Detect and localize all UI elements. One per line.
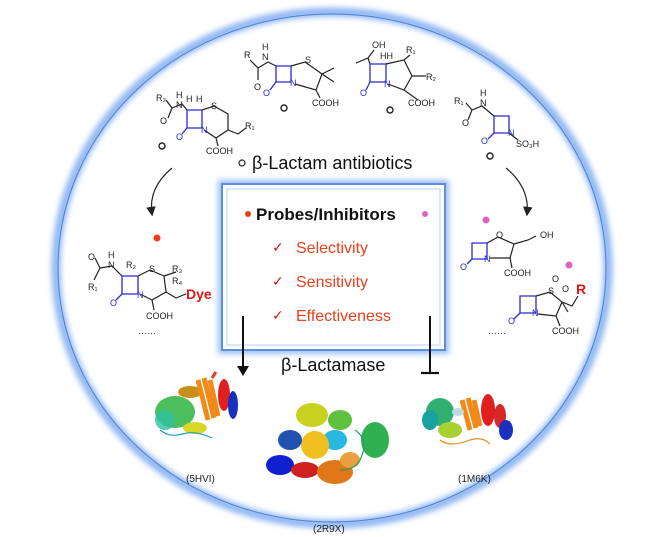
criterion-sensitivity: Sensitivity: [296, 274, 368, 291]
atom-label: R₁: [245, 121, 255, 131]
check-icon: ✓: [272, 308, 284, 324]
atom-label: H: [176, 90, 183, 100]
atom-label: N: [201, 125, 208, 135]
atom-label: R₂: [426, 72, 436, 82]
atom-label: H: [196, 94, 203, 104]
atom-label: R: [244, 50, 251, 60]
atom-label: O: [481, 136, 488, 146]
atom-label: O: [460, 262, 467, 272]
criterion-effectiveness: Effectiveness: [296, 308, 391, 325]
antibiotics-title: β-Lactam antibiotics: [252, 153, 412, 173]
atom-label: N: [484, 254, 491, 264]
outer-circle: [51, 7, 613, 529]
antibiotic-marker: [238, 159, 246, 167]
probe-marker: [245, 211, 251, 217]
protein-1m6k: [422, 394, 513, 445]
atom-label: O: [508, 316, 515, 326]
atom-label: S: [548, 286, 554, 296]
atom-label: COOH: [206, 146, 233, 156]
antibiotic-marker: [158, 142, 166, 150]
pdb-label-1m6k: (1M6K): [458, 474, 491, 485]
atom-label: O: [462, 118, 469, 128]
atom-label: COOH: [552, 326, 579, 336]
arrow-head-icon: [237, 366, 249, 376]
atom-label: SO₃H: [516, 139, 539, 149]
pdb-label-5hvi: (5HVI): [186, 474, 215, 485]
monobactam-structure: R₁ H N O O N SO₃H: [454, 88, 539, 160]
atom-label: S: [305, 55, 311, 65]
more-ellipsis: ……: [488, 326, 506, 336]
atom-label: COOH: [312, 98, 339, 108]
atom-label: O: [496, 230, 503, 240]
cephem-structure: R₂ H N H H O O N S R₁ COOH: [156, 90, 255, 156]
atom-label: H: [186, 94, 193, 104]
atom-label: O: [263, 88, 270, 98]
atom-label: N: [480, 98, 487, 108]
atom-label: OH: [372, 40, 386, 50]
inhibitor-marker: [422, 211, 428, 217]
atom-label: COOH: [146, 311, 173, 321]
probe-marker: [153, 234, 161, 242]
inhibition-bar: [421, 316, 439, 375]
atom-label: R₂: [156, 93, 166, 103]
atom-label: O: [88, 252, 95, 262]
atom-label: O: [552, 274, 559, 284]
atom-label: HH: [380, 51, 393, 61]
arrow-to-inhibitor: [505, 167, 533, 217]
atom-label: O: [254, 82, 261, 92]
target-label: β-Lactamase: [281, 355, 385, 375]
atom-label: N: [508, 128, 515, 138]
atom-label: R₁: [406, 45, 416, 55]
pdb-label-2r9x: (2R9X): [313, 524, 345, 535]
probe-structure: O H N R₁ R₂ S R₃ R₄ Dye N O COOH ……: [88, 234, 212, 336]
antibiotic-marker: [386, 106, 394, 114]
atom-label: N: [384, 79, 391, 89]
antibiotic-marker: [280, 104, 288, 112]
atom-label: R₂: [126, 260, 136, 270]
probes-box: [218, 180, 449, 354]
atom-label: O: [360, 88, 367, 98]
criterion-selectivity: Selectivity: [296, 240, 368, 257]
atom-label: S: [211, 101, 217, 111]
atom-label: R₄: [172, 276, 182, 286]
more-ellipsis: ……: [138, 326, 156, 336]
box-title: Probes/Inhibitors: [256, 205, 396, 224]
atom-label: R₁: [454, 96, 464, 106]
atom-label: COOH: [504, 268, 531, 278]
atom-label: N: [176, 100, 183, 110]
atom-label: COOH: [408, 98, 435, 108]
dye-label: Dye: [186, 286, 212, 302]
atom-label: N: [108, 260, 115, 270]
atom-label: N: [290, 78, 297, 88]
check-icon: ✓: [272, 274, 284, 290]
sulbactam-structure: S O O R N O COOH ……: [488, 261, 586, 336]
atom-label: N: [262, 52, 269, 62]
arrow-to-probe: [146, 167, 173, 217]
protein-5hvi: [155, 371, 238, 439]
atom-label: R₁: [88, 282, 98, 292]
inhibitor-marker: [482, 216, 490, 224]
check-icon: ✓: [272, 240, 284, 256]
inhibitor-marker: [565, 261, 573, 269]
atom-label: O: [160, 116, 167, 126]
clavulanate-structure: O N O OH COOH: [460, 216, 554, 278]
atom-label: S: [149, 264, 155, 274]
atom-label: R₃: [172, 264, 182, 274]
atom-label: N: [137, 290, 144, 300]
carbapenem-structure: OH HH R₁ R₂ N O COOH: [355, 40, 436, 114]
penam-structure: R H N O O N S COOH: [244, 42, 339, 112]
atom-label: H: [480, 88, 487, 98]
atom-label: H: [108, 250, 115, 260]
atom-label: N: [532, 308, 539, 318]
r-group-label: R: [576, 281, 586, 297]
atom-label: OH: [540, 230, 554, 240]
atom-label: O: [110, 298, 117, 308]
protein-2r9x: [266, 403, 389, 484]
antibiotic-marker: [486, 152, 494, 160]
atom-label: O: [562, 284, 569, 294]
atom-label: H: [262, 42, 269, 52]
atom-label: O: [176, 132, 183, 142]
